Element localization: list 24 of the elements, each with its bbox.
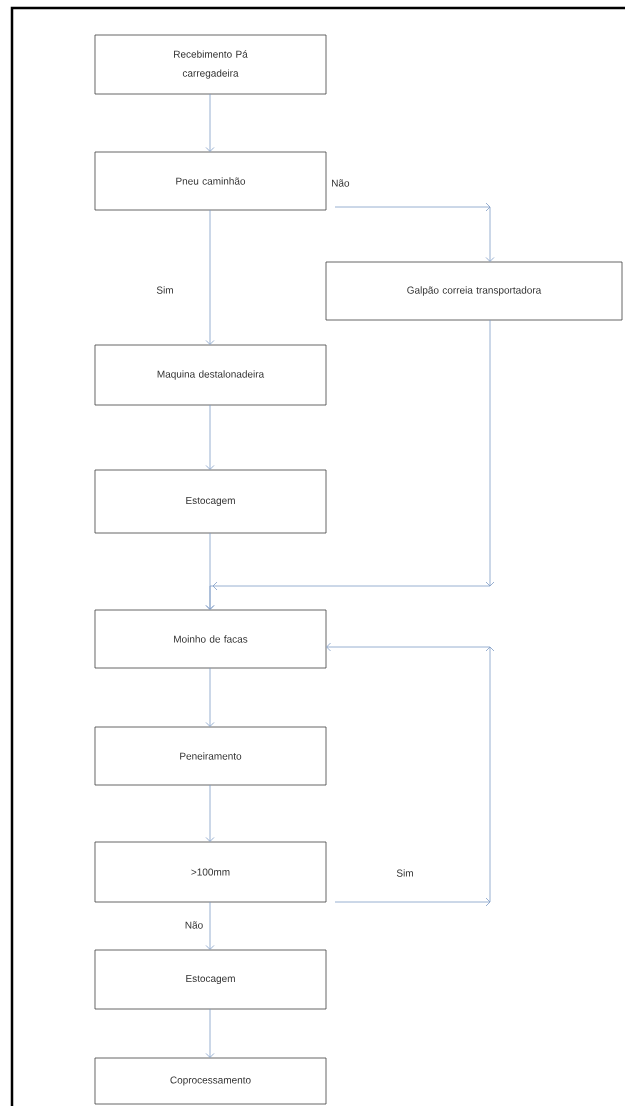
arrow xyxy=(205,209,215,345)
process-box: Estocagem xyxy=(94,469,327,534)
arrow xyxy=(205,784,215,842)
arrow xyxy=(205,1008,215,1058)
process-box: Peneiramento xyxy=(94,726,327,786)
arrow xyxy=(326,642,495,907)
process-box: Pneu caminhão xyxy=(94,151,327,211)
arrow xyxy=(205,404,215,470)
arrow xyxy=(205,901,215,950)
edge-label: Não xyxy=(330,178,351,188)
process-box: Galpão correia transportadora xyxy=(325,261,623,321)
arrow xyxy=(205,93,215,152)
arrow xyxy=(205,667,215,727)
process-box: Coprocessamento xyxy=(94,1057,327,1105)
edge-label: Sim xyxy=(155,285,175,295)
arrow xyxy=(205,319,495,610)
process-box: Moinho de facas xyxy=(94,609,327,669)
arrow xyxy=(334,202,495,262)
edge-label: Não xyxy=(183,920,205,930)
process-box: >100mm xyxy=(94,841,327,903)
process-box: Recebimento Pá carregadeira xyxy=(94,34,327,95)
process-box: Estocagem xyxy=(94,949,327,1010)
edge-label: Sim xyxy=(395,868,415,878)
process-box: Maquina destalonadeira xyxy=(94,344,327,406)
